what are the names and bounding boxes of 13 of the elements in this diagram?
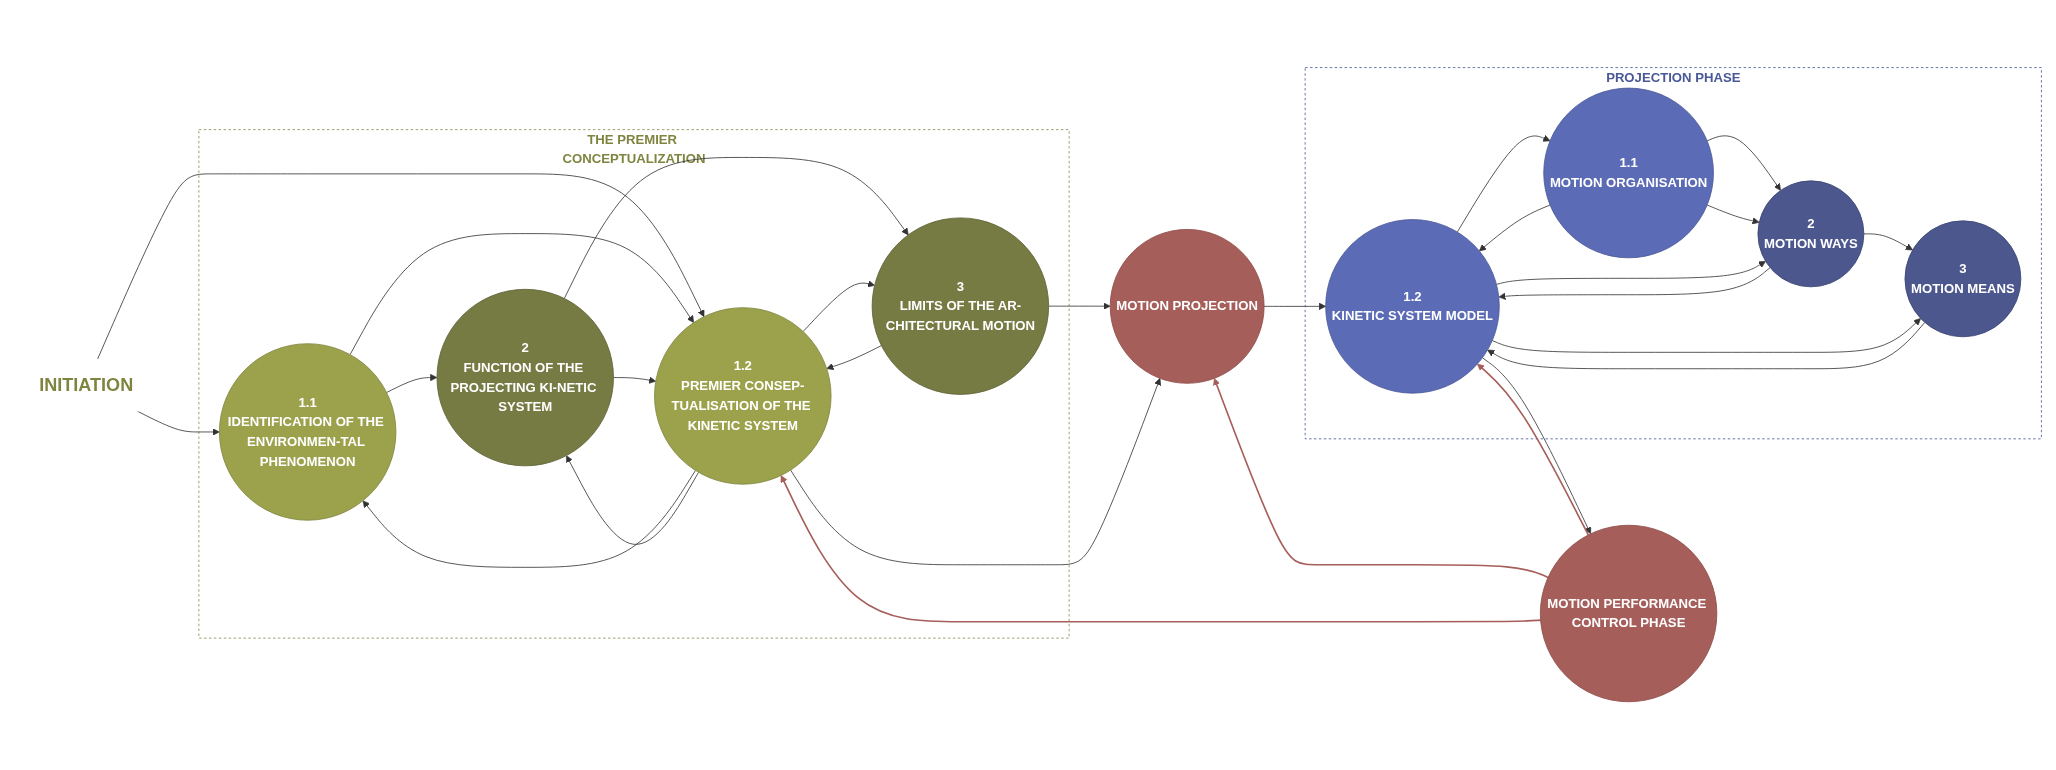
node-circle: 1.2 PREMIER CONSEP-TUALISATION OF THE KINETIC SYSTEM [654,307,832,485]
node-text: INITIATION [39,375,134,396]
node-circle: 1.1 MOTION ORGANISATION [1543,88,1714,259]
node-circle: 1.2 KINETIC SYSTEM MODEL [1325,219,1500,394]
node-circle: 1.1 IDENTIFICATION OF THE ENVIRONMEN-TAL PHENOMENON [219,343,397,521]
node-circle: 2 MOTION WAYS [1757,180,1865,288]
node-circle: MOTION PERFORMANCE CONTROL PHASE [1539,525,1718,703]
node-circle: 2 FUNCTION OF THE PROJECTING KI-NETIC SYSTEM [436,289,614,467]
node-circle: MOTION PROJECTION [1109,229,1265,385]
arrow [1213,378,1549,579]
node-circle: 3 LIMITS OF THE AR-CHITECTURAL MOTION [871,217,1050,396]
node-circle: 3 MOTION MEANS [1904,220,2022,338]
arrow [780,475,1542,623]
